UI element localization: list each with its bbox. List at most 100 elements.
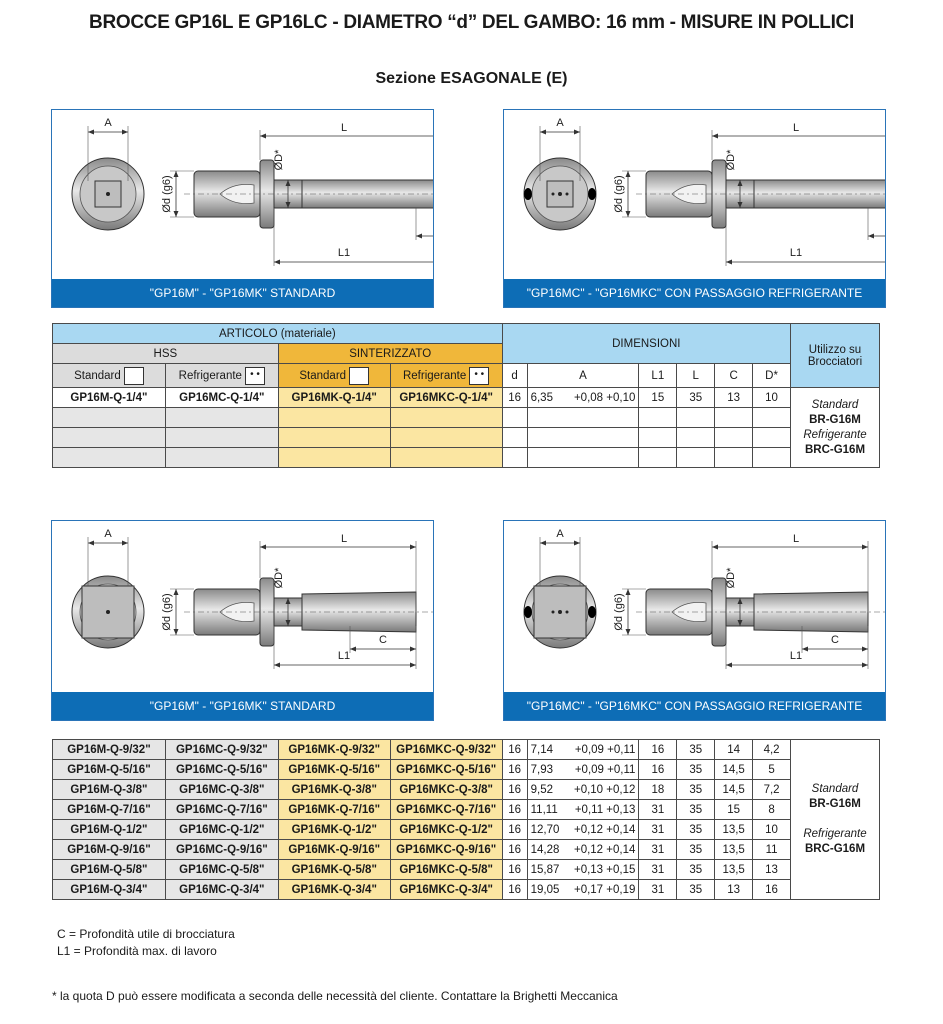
cell: GP16MKC-Q-9/32" <box>389 739 503 760</box>
cell: GP16MKC-Q-9/16" <box>389 839 503 860</box>
section-subtitle: Sezione ESAGONALE (E) <box>375 70 568 87</box>
arrow-head <box>410 544 416 550</box>
cell: 14,5 <box>714 759 754 780</box>
cell: 31 <box>638 839 678 860</box>
cell: 11 <box>752 839 792 860</box>
legend-c: C = Profondità utile di brocciatura <box>57 927 235 941</box>
coolant-hole <box>588 188 596 200</box>
dim-label-dstar: ØD* <box>725 567 737 589</box>
center-hole <box>558 192 562 196</box>
cell-a: 12,70+0,12 +0,14 <box>526 819 640 840</box>
arrow-head <box>625 589 631 595</box>
cell: 10 <box>752 819 792 840</box>
arrow-head <box>274 259 280 265</box>
cell: GP16MK-Q-9/16" <box>277 839 391 860</box>
dim-label-l: L <box>793 122 799 134</box>
cell: 16 <box>501 387 528 408</box>
cell: 35 <box>676 799 716 820</box>
arrow-head <box>737 202 743 208</box>
square-icon <box>349 366 370 385</box>
arrow-head <box>173 211 179 217</box>
cell: GP16MKC-Q-1/2" <box>389 819 503 840</box>
arrow-head <box>737 180 743 186</box>
arrow-head <box>416 233 422 239</box>
cell: GP16MKC-Q-7/16" <box>389 799 503 820</box>
table-articles-top: ARTICOLO (materiale) DIMENSIONI Utilizzo… <box>52 323 880 468</box>
cell-a: 15,87+0,13 +0,15 <box>526 859 640 880</box>
dim-label-c: C <box>831 634 839 646</box>
table-row-empty <box>52 407 880 428</box>
dim-label-l1: L1 <box>790 650 802 662</box>
dim-label-a: A <box>556 528 564 540</box>
table-row: GP16M-Q-9/16"GP16MC-Q-9/16"GP16MK-Q-9/16… <box>52 839 880 860</box>
cell: GP16MC-Q-7/16" <box>164 799 279 820</box>
cell: GP16MC-Q-9/16" <box>164 839 279 860</box>
cell: 16 <box>501 739 528 760</box>
cell: 14 <box>714 739 754 760</box>
col-header-l: L <box>676 363 716 388</box>
arrow-head <box>862 662 868 668</box>
arrow-head <box>260 544 266 550</box>
arrow-head <box>540 540 546 546</box>
arrow-head <box>88 540 94 546</box>
arrow-head <box>574 129 580 135</box>
table-row: GP16M-Q-9/32"GP16MC-Q-9/32"GP16MK-Q-9/32… <box>52 739 880 900</box>
cell: GP16M-Q-5/8" <box>52 859 166 880</box>
cell-a: 6,35+0,08 +0,10 <box>526 387 640 408</box>
table-row: GP16M-Q-5/8"GP16MC-Q-5/8"GP16MK-Q-5/8"GP… <box>52 859 880 880</box>
cell: GP16M-Q-7/16" <box>52 799 166 820</box>
hss-standard-header: Standard <box>52 363 166 388</box>
arrow-head <box>285 620 291 626</box>
arrow-head <box>625 211 631 217</box>
arrow-head <box>540 129 546 135</box>
cell: GP16MK-Q-1/2" <box>277 819 391 840</box>
cell: 13 <box>752 859 792 880</box>
cell: 16 <box>638 739 678 760</box>
cell-a: 14,28+0,12 +0,14 <box>526 839 640 860</box>
coolant-holes-icon: • • <box>469 366 490 385</box>
coolant-dot <box>551 192 555 196</box>
cell: 35 <box>676 387 716 408</box>
cell: 10 <box>752 387 791 408</box>
cell: 8 <box>752 799 792 820</box>
cell: GP16MC-Q-3/8" <box>164 779 279 800</box>
coolant-dot <box>565 610 569 614</box>
cell: 7,2 <box>752 779 792 800</box>
cell: 14,5 <box>714 779 754 800</box>
utilizzo-header: Utilizzo su Brocciatori <box>790 323 880 388</box>
coolant-hole <box>588 606 596 618</box>
cell-a: 9,52+0,10 +0,12 <box>526 779 640 800</box>
cell: 13 <box>714 879 754 900</box>
cell: 16 <box>501 799 528 820</box>
table-row: GP16M-Q-3/8"GP16MC-Q-3/8"GP16MK-Q-3/8"GP… <box>52 779 880 800</box>
cell: 35 <box>676 759 716 780</box>
panel-caption: "GP16M" - "GP16MK" STANDARD <box>52 279 433 307</box>
center-hole <box>106 610 110 614</box>
cell: GP16MK-Q-5/16" <box>277 759 391 780</box>
cell: 35 <box>676 839 716 860</box>
cell: GP16MKC-Q-3/8" <box>389 779 503 800</box>
hss-refrigerante-header: Refrigerante• • <box>164 363 279 388</box>
cell: GP16MKC-Q-5/8" <box>389 859 503 880</box>
center-hole <box>558 610 562 614</box>
arrow-head <box>122 540 128 546</box>
cell: GP16MKC-Q-1/4" <box>389 387 503 408</box>
square-icon <box>123 366 144 385</box>
cell: 35 <box>676 859 716 880</box>
arrow-head <box>737 620 743 626</box>
dim-label-l: L <box>793 533 799 545</box>
table-row-empty <box>52 427 880 448</box>
sint-refrigerante-header: Refrigerante• • <box>389 363 503 388</box>
arrow-head <box>574 540 580 546</box>
cell: GP16MK-Q-1/4" <box>277 387 391 408</box>
arrow-head <box>285 180 291 186</box>
cell: GP16MC-Q-1/2" <box>164 819 279 840</box>
cell: 35 <box>676 879 716 900</box>
cell: 35 <box>676 819 716 840</box>
